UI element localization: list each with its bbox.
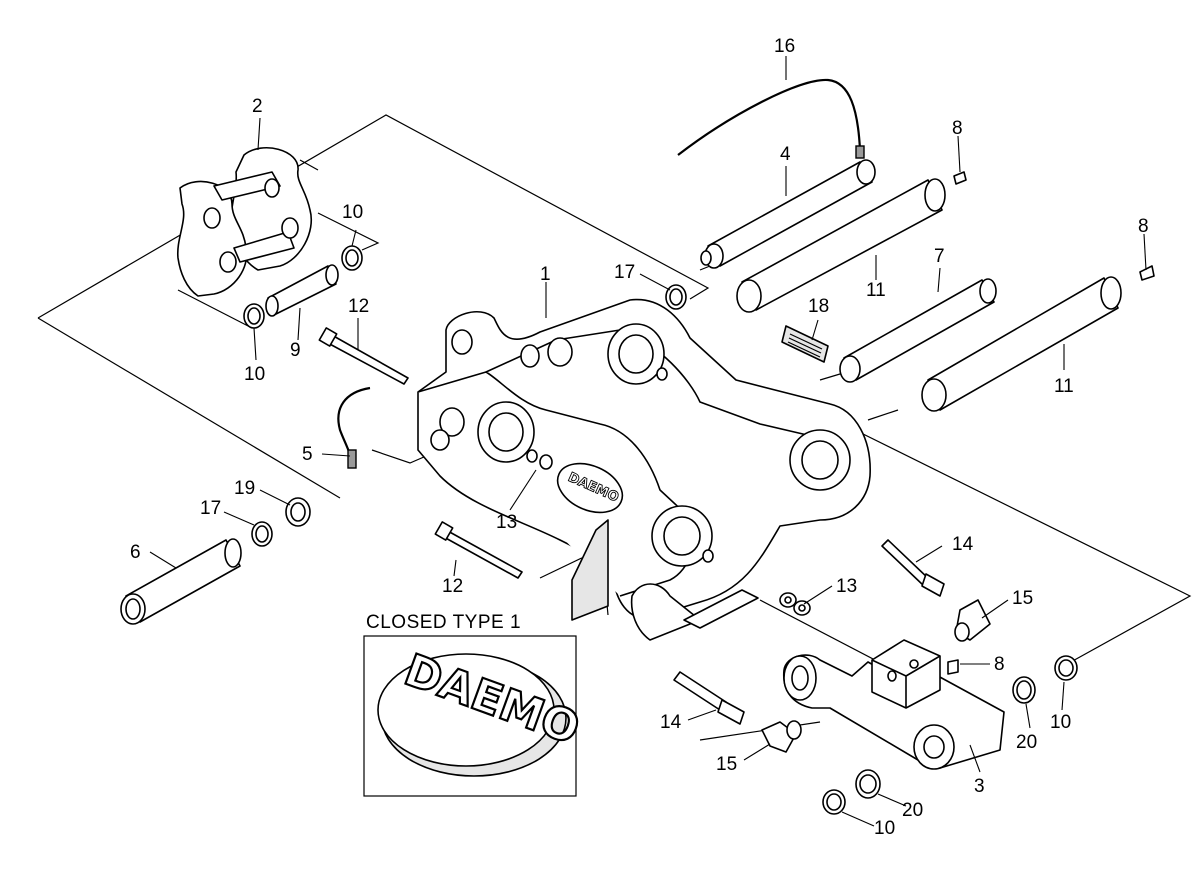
callout-7: 7	[934, 246, 945, 267]
callout-8-top: 8	[952, 118, 963, 139]
callout-1: 1	[540, 264, 551, 285]
callout-14-bottom: 14	[660, 712, 682, 733]
callout-13-right: 13	[836, 576, 857, 597]
callout-9: 9	[290, 340, 301, 361]
part-12-bolts	[318, 327, 523, 579]
callout-14-top: 14	[952, 534, 974, 555]
callout-2: 2	[252, 96, 263, 117]
part-6-pin	[120, 538, 242, 625]
inset-title: CLOSED TYPE 1	[366, 612, 521, 633]
part-4-pin	[700, 159, 876, 269]
callout-20-right: 20	[1016, 732, 1037, 753]
inset-frame	[363, 635, 577, 797]
part-3-cylinder	[783, 639, 1005, 770]
callout-17-left: 17	[200, 498, 221, 519]
callout-5: 5	[302, 444, 313, 465]
part-16-cable	[677, 78, 865, 159]
part-9-pin	[265, 264, 339, 317]
part-5-cable	[337, 386, 371, 469]
callout-13-left: 13	[496, 512, 517, 533]
callout-11-top: 11	[866, 280, 886, 301]
callout-4: 4	[780, 144, 791, 165]
callout-10-left: 10	[244, 364, 265, 385]
callout-15-top: 15	[1012, 588, 1033, 609]
callout-18: 18	[808, 296, 829, 317]
callout-20-bottom: 20	[902, 800, 923, 821]
part-18-label-plate	[781, 325, 829, 363]
callout-8-cylinder: 8	[994, 654, 1005, 675]
callout-19: 19	[234, 478, 255, 499]
callout-10-bottom: 10	[874, 818, 895, 839]
part-7-pin	[839, 278, 997, 383]
callout-6: 6	[130, 542, 141, 563]
callout-3: 3	[974, 776, 985, 797]
part-15-fittings	[761, 599, 991, 753]
callout-12-top: 12	[348, 296, 369, 317]
part-11-pins	[736, 178, 1122, 412]
part-8-nipples	[947, 171, 1155, 675]
callout-11-right: 11	[1054, 376, 1074, 397]
callout-8-right: 8	[1138, 216, 1149, 237]
leader-lines	[149, 56, 1147, 827]
part-1-main-body: DAEMO	[417, 298, 871, 641]
callout-12-bottom: 12	[442, 576, 463, 597]
callout-15-bottom: 15	[716, 754, 737, 775]
part-14-hoses	[673, 539, 945, 725]
callout-10-right: 10	[1050, 712, 1071, 733]
callout-17-top: 17	[614, 262, 635, 283]
callout-16: 16	[774, 36, 795, 57]
part-13-nuts	[779, 592, 811, 616]
closed-type-inset: CLOSED TYPE 1 DAEMO	[363, 612, 587, 797]
callout-numbers: 1 2 3 4 5 6 7 8 8 8 9 10 10 10 10 11 11 …	[130, 36, 1149, 839]
callout-10-top: 10	[342, 202, 363, 223]
part-2-bracket	[177, 147, 313, 297]
part-17-19-20-rings	[251, 284, 1036, 799]
